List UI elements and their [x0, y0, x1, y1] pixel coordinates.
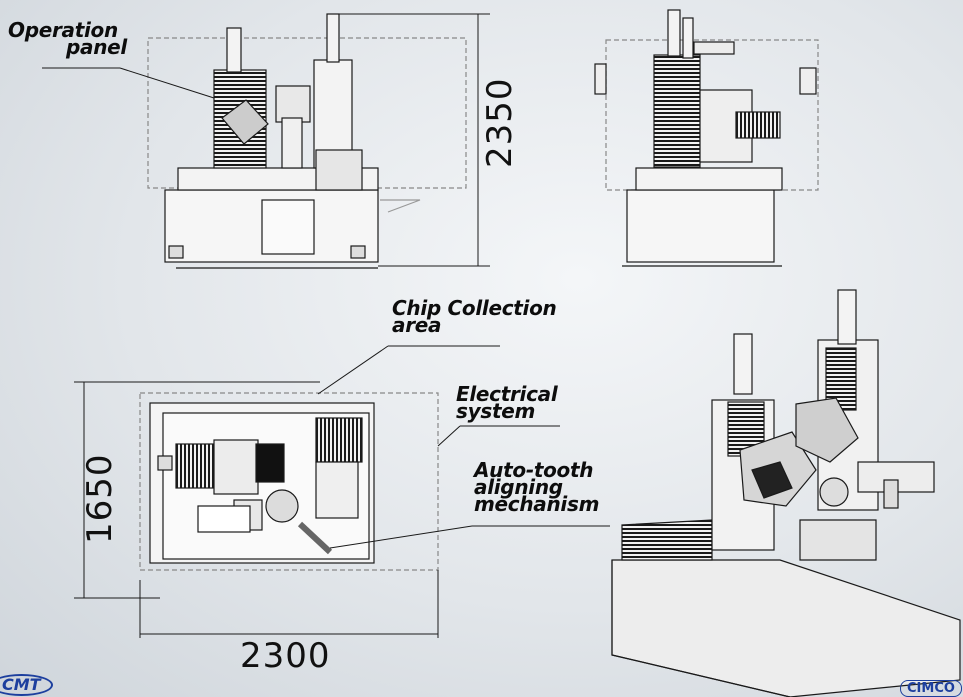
height-dimension-label: 2350 [480, 77, 520, 168]
cmt-logo: CMT [0, 674, 53, 696]
chip-collection-label: Chip Collection area [392, 296, 557, 337]
depth-dimension-label: 1650 [80, 453, 120, 544]
height-dimension-lines [327, 13, 490, 267]
electrical-system-label: Electrical system [456, 382, 558, 423]
operation-panel-label: Operation panel [8, 18, 127, 59]
top-view-dimension-lines [74, 381, 439, 638]
side-view [594, 9, 819, 267]
isometric-view [611, 289, 961, 697]
leader-lines [42, 67, 610, 549]
front-view [147, 13, 467, 269]
width-dimension-label: 2300 [240, 636, 331, 676]
auto-tooth-label: Auto-tooth aligning mechanism [474, 458, 600, 516]
top-view [139, 392, 439, 571]
cimco-logo: CIMCO [900, 680, 962, 697]
